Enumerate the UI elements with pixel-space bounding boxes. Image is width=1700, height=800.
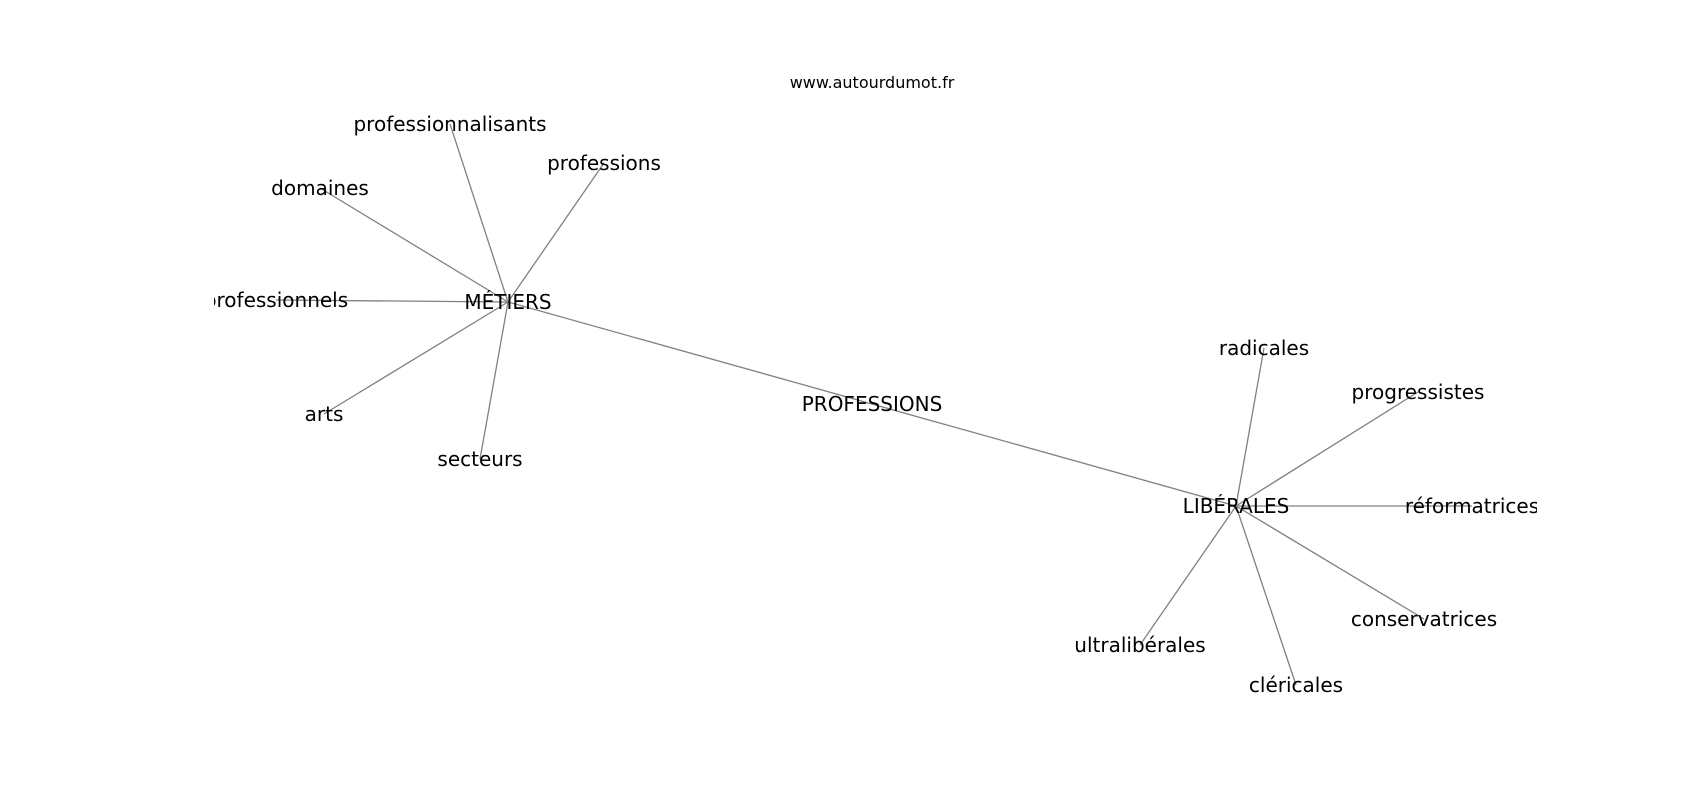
node-label-arts: arts [305,402,344,426]
edge-liberales-ultraliberales [1139,505,1237,646]
node-label-liberales: LIBÉRALES [1183,494,1290,518]
node-label-secteurs: secteurs [437,447,522,471]
node-label-ultraliberales: ultralibérales [1074,633,1205,657]
edge-liberales-cléricales [1235,505,1297,686]
node-label-progressistes: progressistes [1352,380,1485,404]
edge-liberales-radicales [1235,347,1265,507]
node-label-professionnels: professionnels [204,288,348,312]
edges-layer [275,123,1472,686]
edge-metiers-professionnalisants [449,123,509,303]
edge-liberales-progressistes [1235,391,1419,507]
labels-layer: PROFESSIONS MÉTIERS LIBÉRALES professionnal… [204,112,1539,697]
node-label-domaines: domaines [271,176,369,200]
edge-liberales-conservatrices [1235,505,1425,620]
node-label-reformatrices: réformatrices [1405,494,1539,518]
node-label-metiers: MÉTIERS [464,290,551,314]
edge-metiers-arts [323,301,509,415]
node-label-conservatrices: conservatrices [1351,607,1497,631]
node-label-professionnalisants: professionnalisants [353,112,546,136]
watermark-text: www.autourdumot.fr [790,73,955,92]
node-label-radicales: radicales [1219,336,1309,360]
edge-metiers-liberales [507,301,1237,507]
node-label-cléricales: cléricales [1249,673,1343,697]
node-label-professions: PROFESSIONS [802,392,943,416]
edge-metiers-domaines [319,187,509,303]
node-label-professions: professions [547,151,661,175]
edge-metiers-secteurs [479,301,509,460]
edge-metiers-professionnels [275,299,509,303]
edge-metiers-professions [507,162,605,303]
